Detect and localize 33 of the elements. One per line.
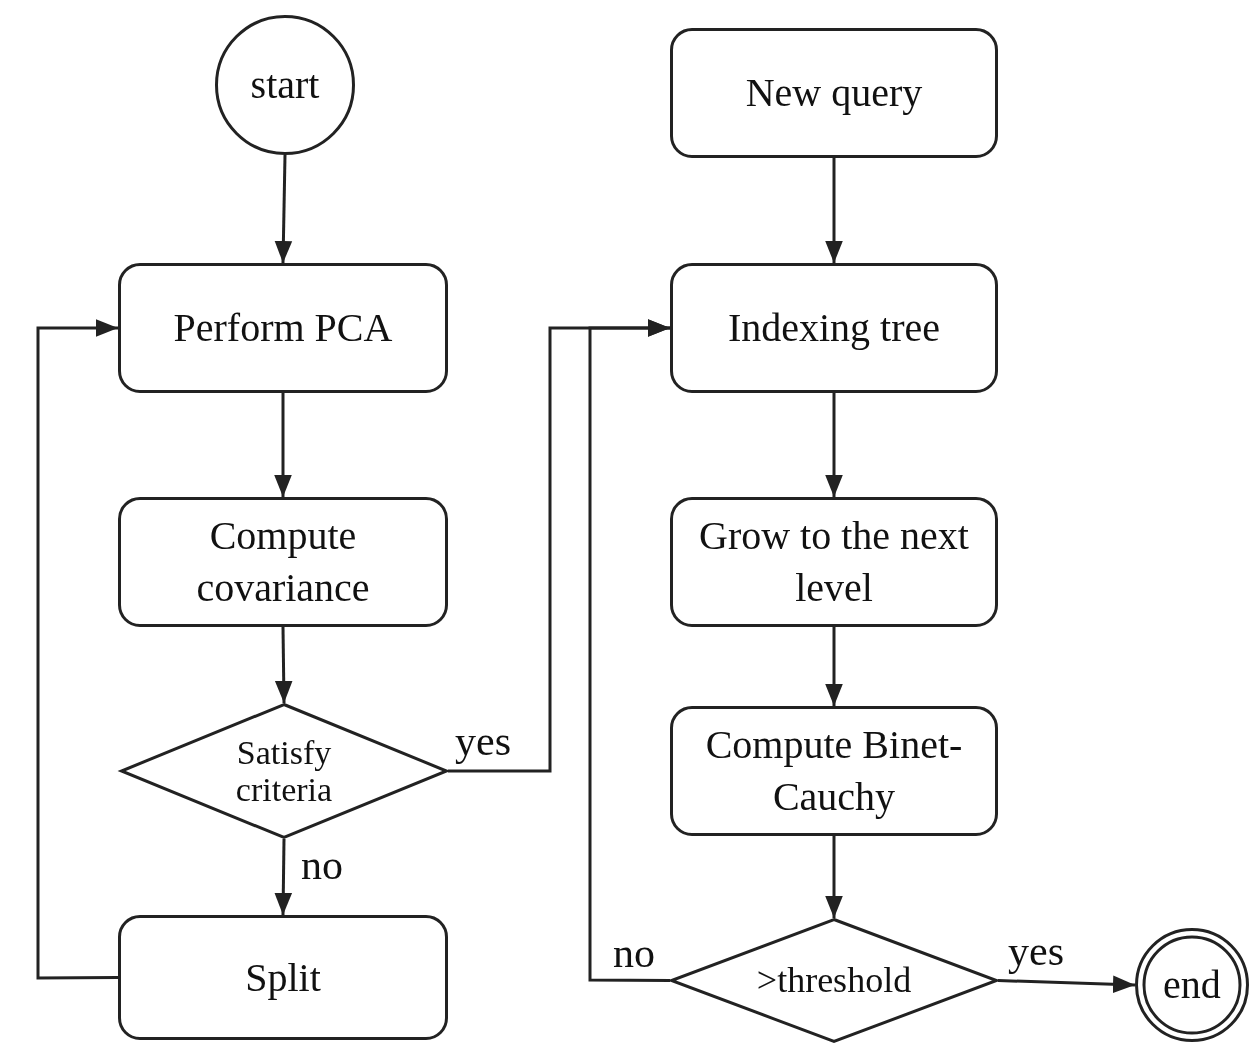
arrow [825, 393, 843, 497]
decision-diamond [670, 918, 998, 1043]
process-box [670, 497, 998, 627]
arrow [274, 393, 292, 497]
node-label: >threshold [756, 960, 912, 1001]
node-label: Compute covariance [195, 512, 371, 612]
arrow [825, 158, 843, 263]
process-box [118, 915, 448, 1040]
arrow [36, 319, 118, 980]
arrow [825, 627, 843, 706]
process-box [670, 263, 998, 393]
node-label: start [250, 61, 320, 109]
process-box [118, 497, 448, 627]
arrow [274, 154, 293, 264]
arrow [825, 836, 843, 918]
node-label: Grow to the next level [698, 512, 970, 612]
arrow [588, 319, 670, 982]
node-label: Indexing tree [727, 304, 941, 352]
arrow [274, 626, 293, 704]
node-label: New query [745, 69, 923, 117]
node-label: Perform PCA [173, 304, 393, 352]
arrow [274, 838, 293, 916]
process-box [670, 28, 998, 158]
node-label: end [1163, 961, 1221, 1009]
node-label: Satisfy criteria [234, 733, 334, 809]
end-circle [1135, 928, 1249, 1042]
arrow [997, 975, 1136, 994]
node-label: Compute Binet-Cauchy [704, 721, 964, 821]
decision-diamond [120, 703, 448, 839]
process-box [670, 706, 998, 836]
process-box [118, 263, 448, 393]
node-label: Split [245, 953, 321, 1002]
start-circle [215, 15, 355, 155]
